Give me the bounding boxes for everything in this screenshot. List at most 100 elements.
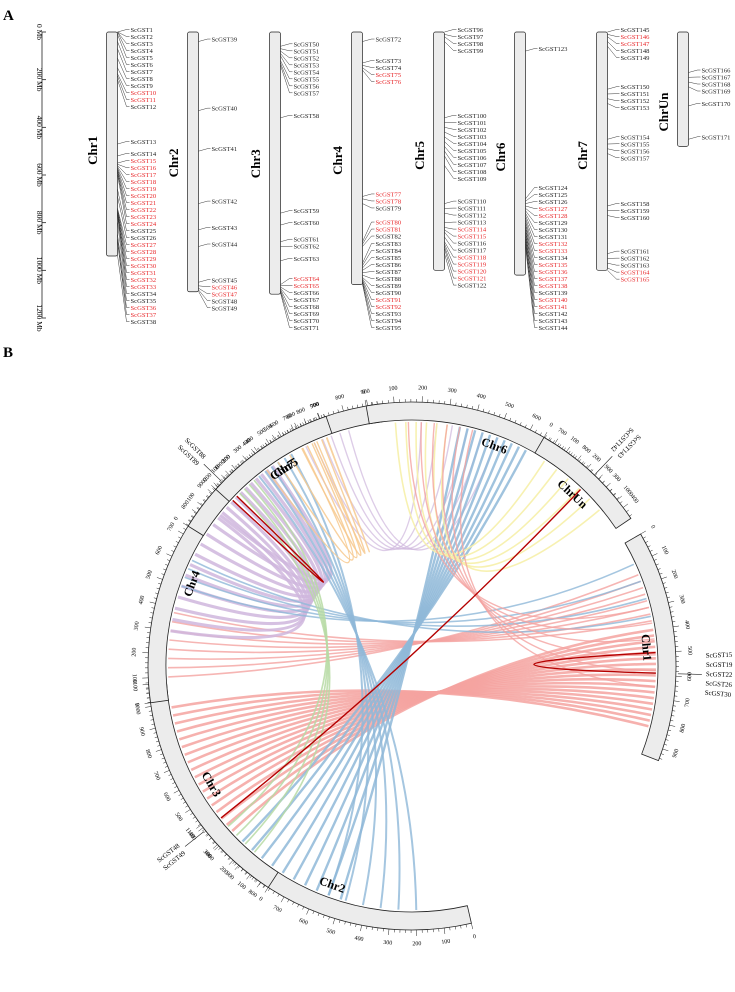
gene-label: ScGST163 [621, 263, 651, 270]
gene-connector [688, 86, 701, 92]
tick-marks [142, 465, 238, 704]
synteny-link [251, 446, 521, 851]
synteny-link [347, 430, 499, 551]
gene-connector [444, 232, 457, 244]
chromosome-chr3: Chr3ScGST50ScGST51ScGST52ScGST53ScGST54S… [248, 31, 320, 332]
gene-connector [117, 174, 130, 224]
tick-label: 700 [152, 771, 161, 782]
gene-label: ScGST23 [131, 214, 157, 221]
synteny-link [235, 483, 329, 837]
gene-connector [198, 279, 211, 283]
gene-connector [444, 136, 457, 144]
gene-connector [117, 171, 130, 210]
tick-label: 400 [629, 494, 639, 505]
tick-label: 600 [687, 672, 693, 681]
gene-label: ScGST8 [131, 76, 154, 83]
tick-label: 100 [236, 881, 247, 891]
gene-label: ScGST94 [376, 318, 402, 325]
gene-connector [607, 148, 620, 151]
tick-label: 100 [441, 939, 451, 946]
gene-connector [362, 264, 375, 271]
gene-connector [525, 48, 538, 52]
tick-label: 0 [257, 896, 263, 903]
tick-marks [543, 432, 632, 517]
gene-connector [117, 222, 130, 294]
tick-label: 200 [670, 569, 679, 579]
gene-connector [525, 229, 538, 279]
gene-label: ScGST16 [131, 165, 157, 172]
tick-label: 800 [679, 723, 687, 733]
synteny-link [264, 470, 401, 910]
synteny-link [325, 437, 370, 553]
gene-connector [362, 235, 375, 247]
gene-connector [525, 205, 538, 209]
gene-connector [198, 200, 211, 204]
gene-connector [198, 285, 211, 287]
gene-label: ScGST12 [131, 104, 157, 111]
tick-label: 400 [476, 393, 486, 401]
callout-line [677, 673, 702, 675]
gene-connector [117, 166, 130, 182]
gene-label: ScGST118 [458, 255, 487, 262]
gene-label: ScGST14 [131, 151, 157, 158]
synteny-link [271, 439, 506, 867]
tick-label: 0 [202, 477, 208, 483]
gene-label: ScGST116 [458, 241, 487, 248]
gene-connector [525, 224, 538, 265]
gene-label: ScGST77 [376, 191, 402, 198]
tick-marks [211, 413, 325, 490]
gene-label: ScGST36 [131, 305, 157, 312]
gene-connector [362, 243, 375, 264]
gene-connector [280, 60, 293, 80]
gene-label: ScGST84 [376, 248, 402, 255]
callout-label: ScGST22 [706, 671, 733, 679]
gene-label: ScGST27 [131, 242, 157, 249]
gene-connector [444, 131, 457, 137]
gene-label: ScGST81 [376, 227, 402, 234]
gene-label: ScGST60 [294, 220, 320, 227]
gene-connector [117, 167, 130, 189]
tick-label: 800 [296, 407, 307, 416]
gene-label: ScGST64 [294, 276, 320, 283]
gene-connector [198, 291, 211, 308]
gene-connector [117, 196, 130, 238]
chromosome-label: Chr2 [166, 148, 181, 177]
tick-marks [640, 530, 682, 760]
gene-connector [444, 229, 457, 237]
tick-label: 0 [362, 389, 366, 395]
synteny-link [227, 479, 328, 828]
gene-connector [117, 208, 130, 245]
gene-connector [117, 58, 130, 79]
gene-connector [117, 172, 130, 217]
tick-marks [196, 824, 473, 936]
synteny-link [194, 673, 656, 779]
gene-label: ScGST164 [621, 270, 651, 277]
gene-connector [362, 38, 375, 42]
gene-connector [607, 29, 620, 33]
gene-label: ScGST97 [458, 34, 484, 41]
gene-connector [444, 236, 457, 251]
gene-connector [525, 236, 538, 300]
gene-connector [117, 67, 130, 86]
gene-connector [607, 250, 620, 254]
chromosome-chr1: Chr1ScGST1ScGST2ScGST3ScGST4ScGST5ScGST6… [85, 27, 157, 326]
gene-connector [280, 65, 293, 94]
gene-connector [525, 241, 538, 314]
tick-label: 300 [678, 594, 686, 604]
gene-label: ScGST32 [131, 277, 157, 284]
gene-label: ScGST120 [458, 269, 488, 276]
synteny-link [459, 429, 656, 688]
gene-label: ScGST98 [458, 41, 484, 48]
gene-label: ScGST9 [131, 83, 154, 90]
synteny-link [289, 443, 358, 559]
circos-chromosomes: 0100200300400500600700800900Chr101002003… [131, 385, 694, 947]
gene-label: ScGST74 [376, 65, 402, 72]
chromosome-label: Chr1 [85, 136, 100, 165]
gene-label: ScGST170 [702, 101, 732, 108]
tick-label: 200 [221, 454, 232, 464]
tick-label: 900 [672, 748, 681, 758]
tick-label: 200 [418, 385, 427, 391]
tick-label: 500 [263, 424, 274, 434]
gene-connector [362, 257, 375, 269]
gene-connector [117, 209, 130, 252]
